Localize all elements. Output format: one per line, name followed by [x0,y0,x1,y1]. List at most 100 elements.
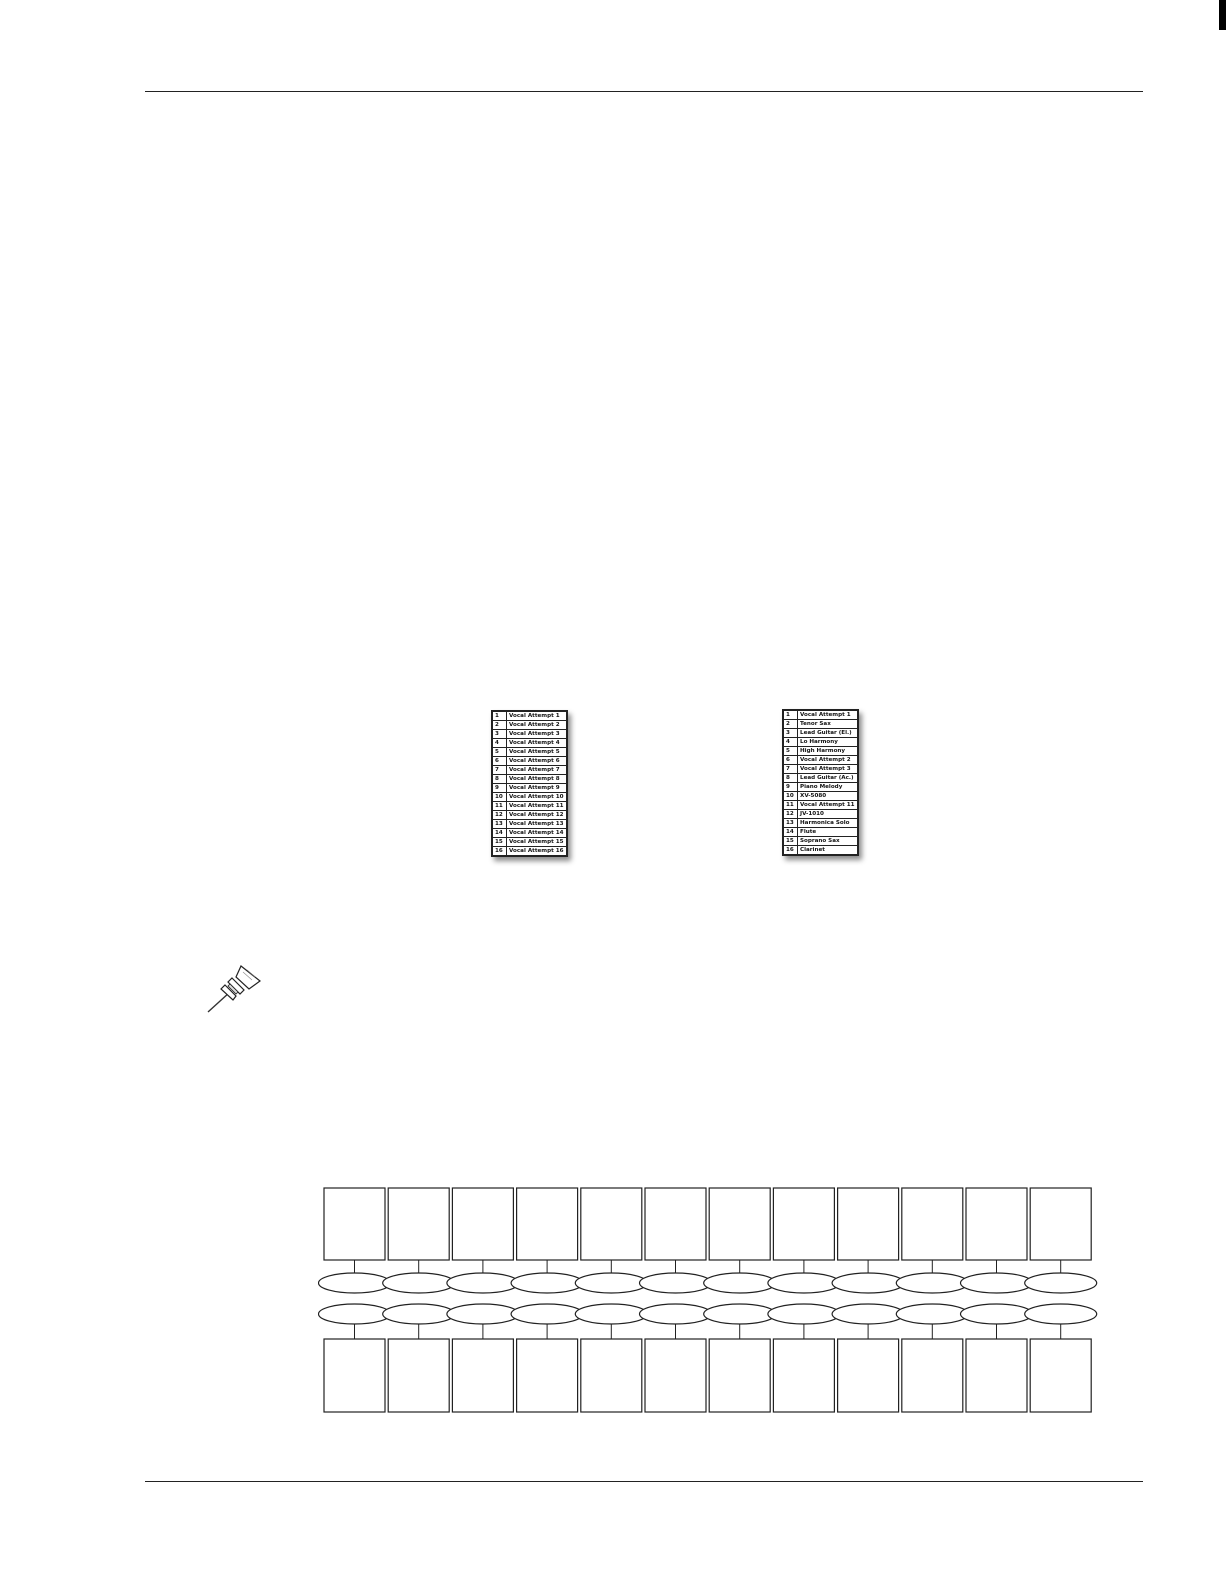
track-name: Vocal Attempt 1 [506,711,567,721]
track-number: 9 [783,782,798,792]
track-number: 10 [783,791,798,801]
top-box [901,1187,964,1261]
bottom-box [1029,1338,1092,1413]
bottom-box [387,1338,450,1413]
track-number: 14 [492,828,507,838]
track-name: Lead Guitar (El.) [797,728,858,738]
track-number: 11 [783,800,798,810]
track-number: 4 [492,738,507,748]
track-name: Vocal Attempt 12 [506,810,567,820]
track-name: Vocal Attempt 7 [506,765,567,775]
track-name: Harmonica Solo [797,818,858,828]
top-jack [1024,1272,1098,1294]
track-name: Vocal Attempt 15 [506,837,567,847]
track-name: Vocal Attempt 11 [797,800,858,810]
track-name: Vocal Attempt 16 [506,846,567,856]
track-name: Vocal Attempt 13 [506,819,567,829]
top-box [387,1187,450,1261]
bottom-jack [382,1303,456,1325]
track-name: Vocal Attempt 2 [506,720,567,730]
top-jack [638,1272,713,1294]
bottom-jack [318,1303,392,1325]
top-box [323,1187,386,1261]
track-name: Piano Melody [797,782,858,792]
track-name: Soprano Sax [797,836,858,846]
track-name: Tenor Sax [797,719,858,729]
top-box [772,1187,835,1261]
track-name: Vocal Attempt 1 [797,710,858,720]
bottom-jack [574,1303,648,1325]
track-number: 15 [492,837,507,847]
top-jack [895,1272,969,1294]
track-name: Vocal Attempt 6 [506,756,567,766]
bottom-box [451,1338,514,1413]
track-number: 8 [783,773,798,783]
track-name: Clarinet [797,845,858,855]
top-jack [959,1272,1034,1294]
track-name: Vocal Attempt 4 [506,738,567,748]
header-rule [145,91,1143,92]
track-name: XV-5080 [797,791,858,801]
track-number: 2 [783,719,798,729]
track-number: 6 [492,756,507,766]
track-name: Vocal Attempt 10 [506,792,567,802]
track-number: 12 [492,810,507,820]
patchbay-diagram [318,1187,1098,1413]
top-jack [318,1272,392,1294]
top-jack [574,1272,648,1294]
track-name: Lo Harmony [797,737,858,747]
bottom-jack [831,1303,905,1325]
track-number: 13 [783,818,798,828]
track-name: Flute [797,827,858,837]
top-box [708,1187,771,1261]
track-name: Vocal Attempt 2 [797,755,858,765]
bottom-jack [703,1303,777,1325]
track-number: 1 [783,710,798,720]
track-name: Vocal Attempt 14 [506,828,567,838]
track-name: Vocal Attempt 11 [506,801,567,811]
track-name: High Harmony [797,746,858,756]
track-number: 5 [492,747,507,757]
bottom-jack [638,1303,713,1325]
track-number: 16 [783,845,798,855]
bottom-jack [959,1303,1034,1325]
top-box [836,1187,900,1261]
track-number: 9 [492,783,507,793]
track-name: Lead Guitar (Ac.) [797,773,858,783]
bottom-box [965,1338,1028,1413]
bottom-jack [510,1303,584,1325]
top-jack [382,1272,456,1294]
track-number: 1 [492,711,507,721]
track-number: 11 [492,801,507,811]
top-jack [767,1272,841,1294]
bottom-jack [1024,1303,1098,1325]
track-number: 7 [492,765,507,775]
bottom-box [901,1338,964,1413]
top-jack [703,1272,777,1294]
track-name: Vocal Attempt 9 [506,783,567,793]
track-number: 13 [492,819,507,829]
footer-rule [145,1481,1143,1482]
